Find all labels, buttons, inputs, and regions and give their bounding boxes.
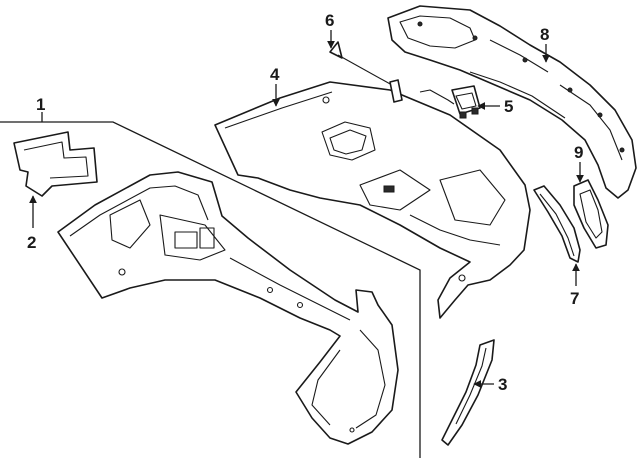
callout-3: 3 [498, 375, 507, 394]
part-1-bumper-cover [57, 171, 399, 445]
callout-2: 2 [27, 233, 36, 252]
callout-1: 1 [36, 95, 45, 114]
callout-8: 8 [540, 25, 549, 44]
callout-7: 7 [570, 289, 579, 308]
callout-4: 4 [270, 65, 280, 84]
part-2-insulator [13, 131, 98, 197]
assembly-frame [0, 121, 421, 458]
callout-5: 5 [504, 97, 513, 116]
part-3-side-molding [441, 339, 495, 446]
part-7-trim-strip [533, 185, 581, 263]
part-4-bumper-cover [214, 81, 531, 319]
callout-9: 9 [574, 143, 583, 162]
part-8-reinforcement [387, 5, 637, 199]
part-5-bracket [419, 85, 481, 119]
part-9-bezel [573, 179, 609, 249]
callout-6: 6 [325, 11, 334, 30]
part-6-rod [329, 41, 403, 103]
